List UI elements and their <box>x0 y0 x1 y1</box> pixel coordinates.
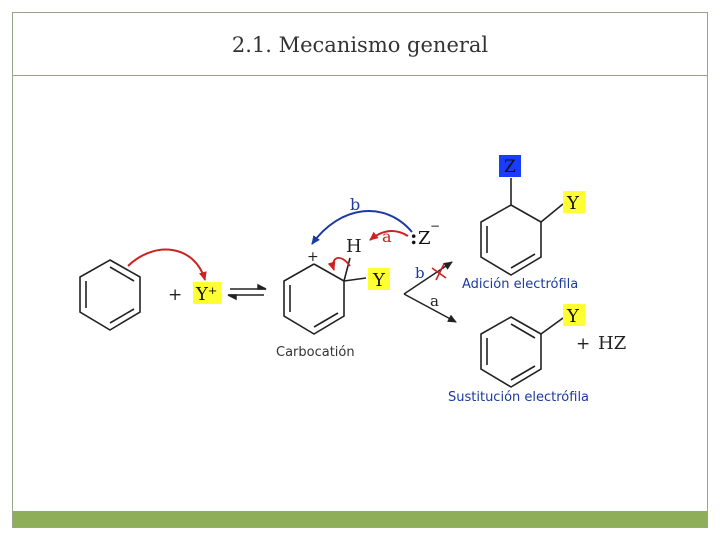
carbocation-y-label: Y <box>372 270 386 291</box>
equilibrium-arrows <box>227 283 267 301</box>
carbocation-charge: + <box>307 249 319 265</box>
carbocation-caption: Carbocatión <box>276 345 355 360</box>
arrow-path-b-attack <box>311 210 413 245</box>
nucleophile-label: Z <box>418 228 431 249</box>
plus-sign-2: + <box>576 334 590 354</box>
substitution-y-label: Y <box>566 306 580 327</box>
carbocation-y-highlight <box>368 268 390 290</box>
byproduct-hz: HZ <box>598 333 626 354</box>
arrow-ch-bond <box>327 257 351 271</box>
nucleophile-charge: − <box>430 219 440 233</box>
arrow-a-label: a <box>382 227 392 246</box>
arrow-attack-electrophile <box>127 248 207 281</box>
carbocation-hydrogen: H <box>346 236 362 257</box>
arrow-b-label: b <box>350 195 360 214</box>
footer-bar <box>13 511 707 527</box>
electrophile-label: Y⁺ <box>195 284 217 305</box>
addition-product-ring <box>480 178 564 276</box>
benzene-reactant <box>79 259 141 331</box>
title-bar: 2.1. Mecanismo general <box>13 13 707 76</box>
substitution-product-ring <box>480 316 564 388</box>
addition-z-label: Z <box>504 157 516 177</box>
slide-title: 2.1. Mecanismo general <box>231 33 489 57</box>
carbocation-ring <box>283 257 367 335</box>
plus-sign-1: + <box>168 285 182 305</box>
addition-y-highlight <box>563 191 585 213</box>
branch-arrows <box>403 261 457 323</box>
addition-z-highlight <box>499 155 521 177</box>
nucleophile-dots: : <box>410 225 417 249</box>
addition-caption: Adición electrófila <box>462 277 578 292</box>
electrophile-highlight <box>193 282 221 304</box>
addition-y-label: Y <box>566 193 580 214</box>
substitution-y-highlight <box>563 304 585 326</box>
path-b-label: b <box>415 264 425 282</box>
substitution-caption: Sustitución electrófila <box>448 390 589 405</box>
arrow-path-a-deprotonation <box>369 230 409 241</box>
path-b-blocked-cross <box>431 263 447 281</box>
path-a-label: a <box>430 292 439 310</box>
